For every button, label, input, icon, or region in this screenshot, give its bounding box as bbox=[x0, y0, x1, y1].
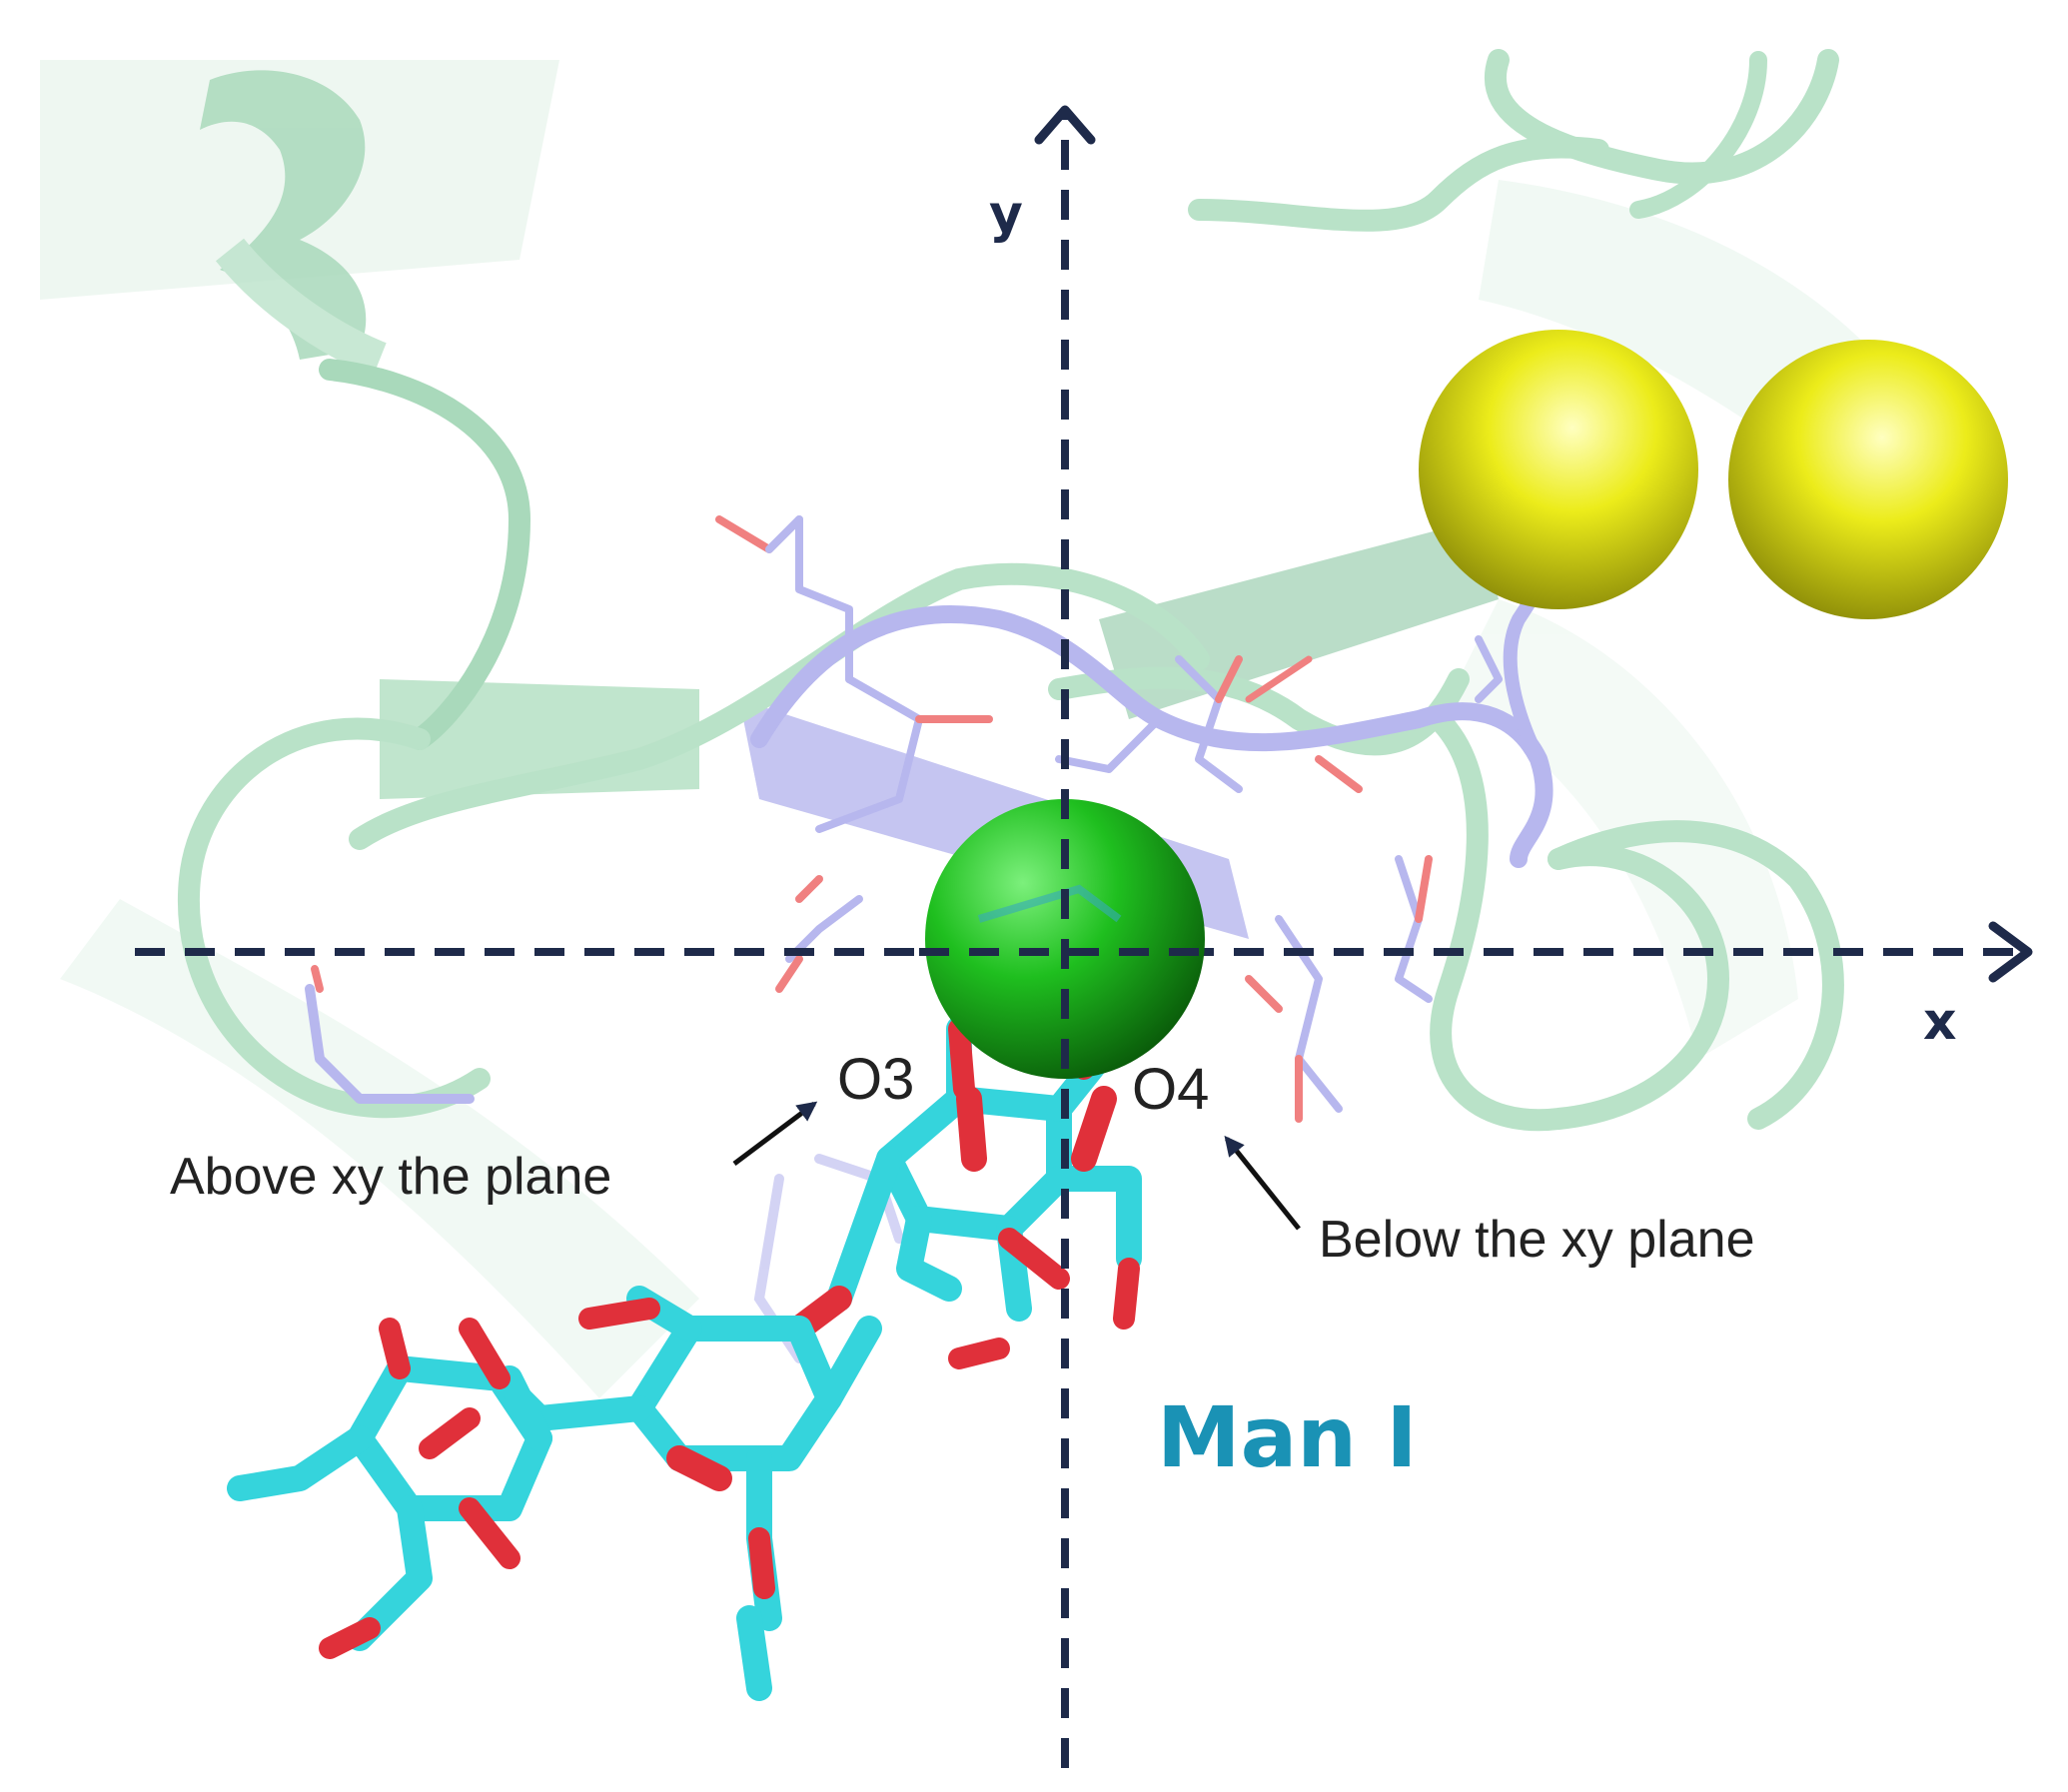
metal-ion-sphere-2 bbox=[1728, 340, 2008, 619]
o4-atom-label: O4 bbox=[1132, 1057, 1209, 1122]
x-axis-label: x bbox=[1923, 992, 1957, 1052]
helix-ribbon bbox=[200, 70, 387, 377]
coordinating-oxygens bbox=[956, 1086, 1117, 1172]
binding-loop-residues bbox=[305, 515, 1553, 1123]
above-plane-note: Above xy the plane bbox=[170, 1148, 611, 1206]
coil-loops bbox=[177, 49, 1844, 1132]
arrow-up-right-icon bbox=[732, 1101, 818, 1166]
y-axis-arrowhead bbox=[1034, 105, 1096, 145]
residue-label: Man I bbox=[1157, 1388, 1418, 1486]
x-axis-arrowhead bbox=[1988, 921, 2033, 983]
y-axis-label: y bbox=[989, 185, 1023, 245]
metal-ion-sphere-1 bbox=[1419, 330, 1698, 609]
arrow-up-left-icon bbox=[1224, 1135, 1301, 1231]
ion-inner-sticks bbox=[977, 884, 1122, 923]
below-plane-note: Below the xy plane bbox=[1319, 1211, 1755, 1269]
mannose-ligand bbox=[227, 1016, 1142, 1701]
o3-atom-label: O3 bbox=[837, 1047, 914, 1112]
